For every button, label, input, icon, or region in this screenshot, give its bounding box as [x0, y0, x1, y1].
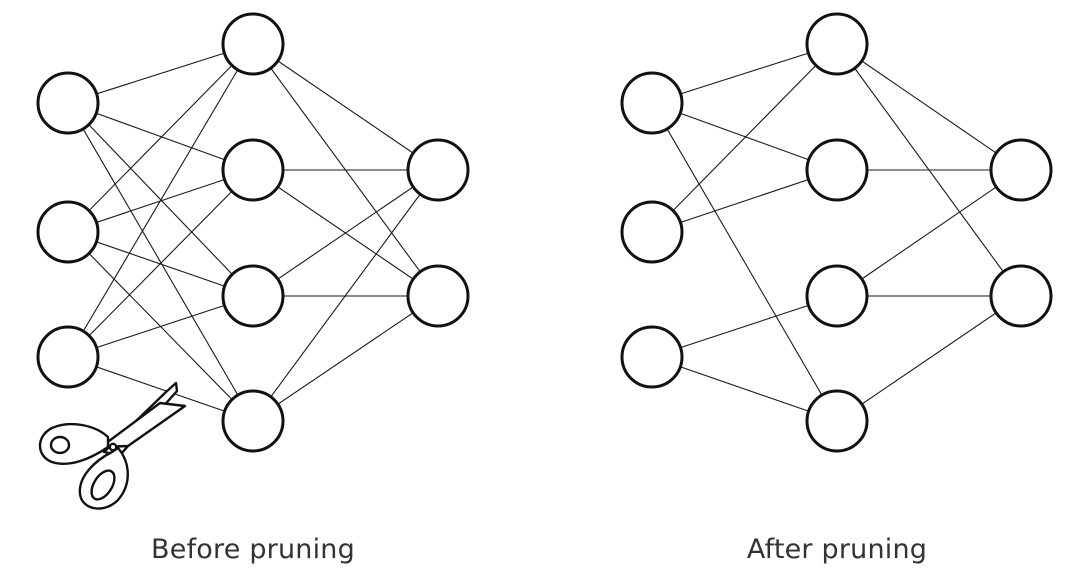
edge — [836, 295, 1022, 422]
neuron-node — [620, 200, 684, 264]
neuron-node — [620, 71, 684, 135]
edge — [651, 102, 838, 422]
neuron-node — [406, 138, 470, 202]
edge — [67, 102, 254, 171]
nodes-after — [620, 12, 1053, 453]
edge — [651, 43, 838, 104]
edge — [67, 356, 254, 422]
edge — [67, 169, 254, 358]
edges-before — [67, 43, 439, 422]
edge — [836, 169, 1022, 297]
edge — [252, 169, 439, 297]
caption-after-pruning: After pruning — [746, 534, 928, 565]
neuron-node — [221, 389, 285, 453]
edge — [67, 43, 254, 233]
neuron-node — [805, 389, 869, 453]
network-after-pruning — [620, 12, 1053, 453]
network-before-pruning — [36, 12, 470, 453]
edge — [651, 102, 838, 171]
scissors-icon — [38, 381, 187, 510]
neuron-node — [36, 200, 100, 264]
neuron-node — [805, 12, 869, 76]
edge — [651, 169, 838, 233]
edge — [651, 356, 838, 422]
edge — [252, 295, 439, 422]
neuron-node — [805, 264, 869, 328]
neuron-node — [36, 325, 100, 389]
edge — [651, 43, 838, 233]
neuron-node — [221, 138, 285, 202]
edge — [67, 295, 254, 358]
edge — [67, 43, 254, 358]
nodes-before — [36, 12, 470, 453]
edge — [651, 295, 838, 358]
neuron-node — [620, 325, 684, 389]
neuron-node — [36, 71, 100, 135]
neuron-node — [989, 264, 1053, 328]
neuron-node — [221, 264, 285, 328]
neuron-node — [989, 138, 1053, 202]
neuron-node — [221, 12, 285, 76]
edge — [67, 102, 254, 422]
neuron-node — [406, 264, 470, 328]
edge — [252, 169, 439, 422]
edge — [67, 43, 254, 104]
edges-after — [651, 43, 1022, 422]
neuron-node — [805, 138, 869, 202]
caption-before-pruning: Before pruning — [151, 534, 355, 565]
edge — [836, 43, 1022, 171]
edge — [252, 43, 439, 171]
